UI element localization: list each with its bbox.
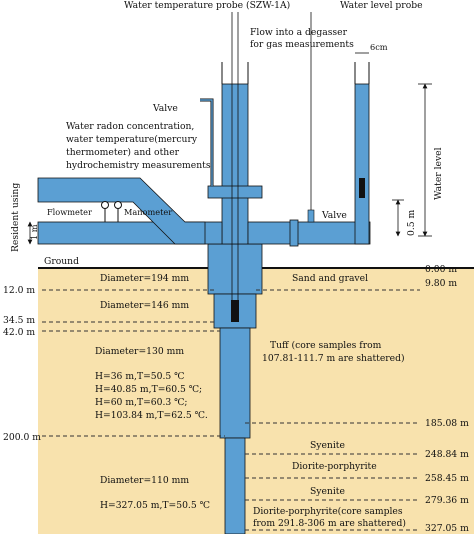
right-horizontal-pipe [247, 221, 371, 245]
valve-right-label: Valve [321, 210, 347, 221]
radon-label-4: hydrochemistry measurements [66, 160, 211, 171]
layer-tuff-1: Tuff (core samples from [270, 340, 382, 351]
angled-pipe [37, 177, 206, 245]
right-depth-0: 0.00 m [425, 264, 457, 275]
layer-syenite-1: Syenite [310, 440, 345, 451]
temp-probe-sensor [231, 300, 239, 322]
measure-4-label: H=103.84 m,T=62.5 ℃. [95, 410, 208, 421]
depth-lines [42, 289, 420, 531]
layer-diorite-2-1: Diorite-porphyrite(core samples [253, 506, 403, 517]
diameter-110-label: Diameter=110 mm [100, 475, 189, 486]
resident-using-label: Resident using [10, 183, 21, 252]
left-depth-34: 34.5 m [3, 315, 35, 326]
radon-label-2: water temperature(mercury [66, 134, 198, 145]
degasser-tube [307, 209, 315, 223]
water-level-label: Water level [433, 147, 444, 200]
layer-syenite-2: Syenite [310, 486, 345, 497]
flow-degasser-label-2: for gas measurements [250, 39, 354, 50]
right-depth-248: 248.84 m [425, 449, 469, 460]
manometer-label: Manometer [124, 207, 172, 217]
measure-5-label: H=327.05 m,T=50.5 ℃ [100, 500, 210, 511]
measure-1-label: H=36 m,T=50.5 ℃ [95, 371, 184, 382]
right-depth-185: 185.08 m [425, 418, 469, 429]
water-level-standpipe [354, 83, 370, 245]
layer-diorite-2-2: from 291.8-306 m are shattered) [253, 518, 406, 529]
main-riser [221, 83, 249, 245]
water-temp-probe-label: Water temperature probe (SZW-1A) [124, 0, 290, 11]
ground-label: Ground [44, 256, 79, 267]
radon-label-1: Water radon concentration, [66, 121, 194, 132]
diameter-146-label: Diameter=146 mm [100, 300, 189, 311]
water-level-probe-label: Water level probe [340, 0, 423, 11]
flowmeter-label: Flowmeter [47, 207, 92, 217]
left-depth-12: 12.0 m [3, 285, 35, 296]
measure-2-label: H=40.85 m,T=60.5 ℃; [95, 384, 202, 395]
water-level-sensor [359, 178, 365, 198]
left-depth-200: 200.0 m [3, 432, 41, 443]
well-casing [207, 243, 263, 534]
six-cm-label: 6cm [370, 42, 388, 52]
right-depth-258: 258.45 m [425, 473, 469, 484]
gauges [101, 201, 122, 222]
radon-label-3: thermometer) and other [66, 147, 180, 158]
left-depth-42: 42.0 m [3, 327, 35, 338]
valve-tube [200, 98, 214, 186]
right-depth-279: 279.36 m [425, 495, 469, 506]
layer-tuff-2: 107.81-111.7 m are shattered) [262, 353, 405, 364]
diameter-130-label: Diameter=130 mm [95, 346, 184, 357]
layer-sand-gravel: Sand and gravel [292, 273, 368, 284]
layer-diorite-porphyrite: Diorite-porphyrite [292, 461, 377, 472]
flow-degasser-label-1: Flow into a degasser [250, 27, 348, 38]
measure-3-label: H=60 m,T=60.3 ℃; [95, 397, 188, 408]
right-depth-9: 9.80 m [425, 278, 457, 289]
one-m-label: 1 m [29, 224, 39, 240]
diameter-194-label: Diameter=194 mm [100, 273, 189, 284]
valve-top-label: Valve [152, 103, 178, 114]
pipe-flange [207, 185, 263, 199]
right-depth-327: 327.05 m [425, 523, 469, 534]
half-m-label: 0.5 m [406, 209, 417, 236]
